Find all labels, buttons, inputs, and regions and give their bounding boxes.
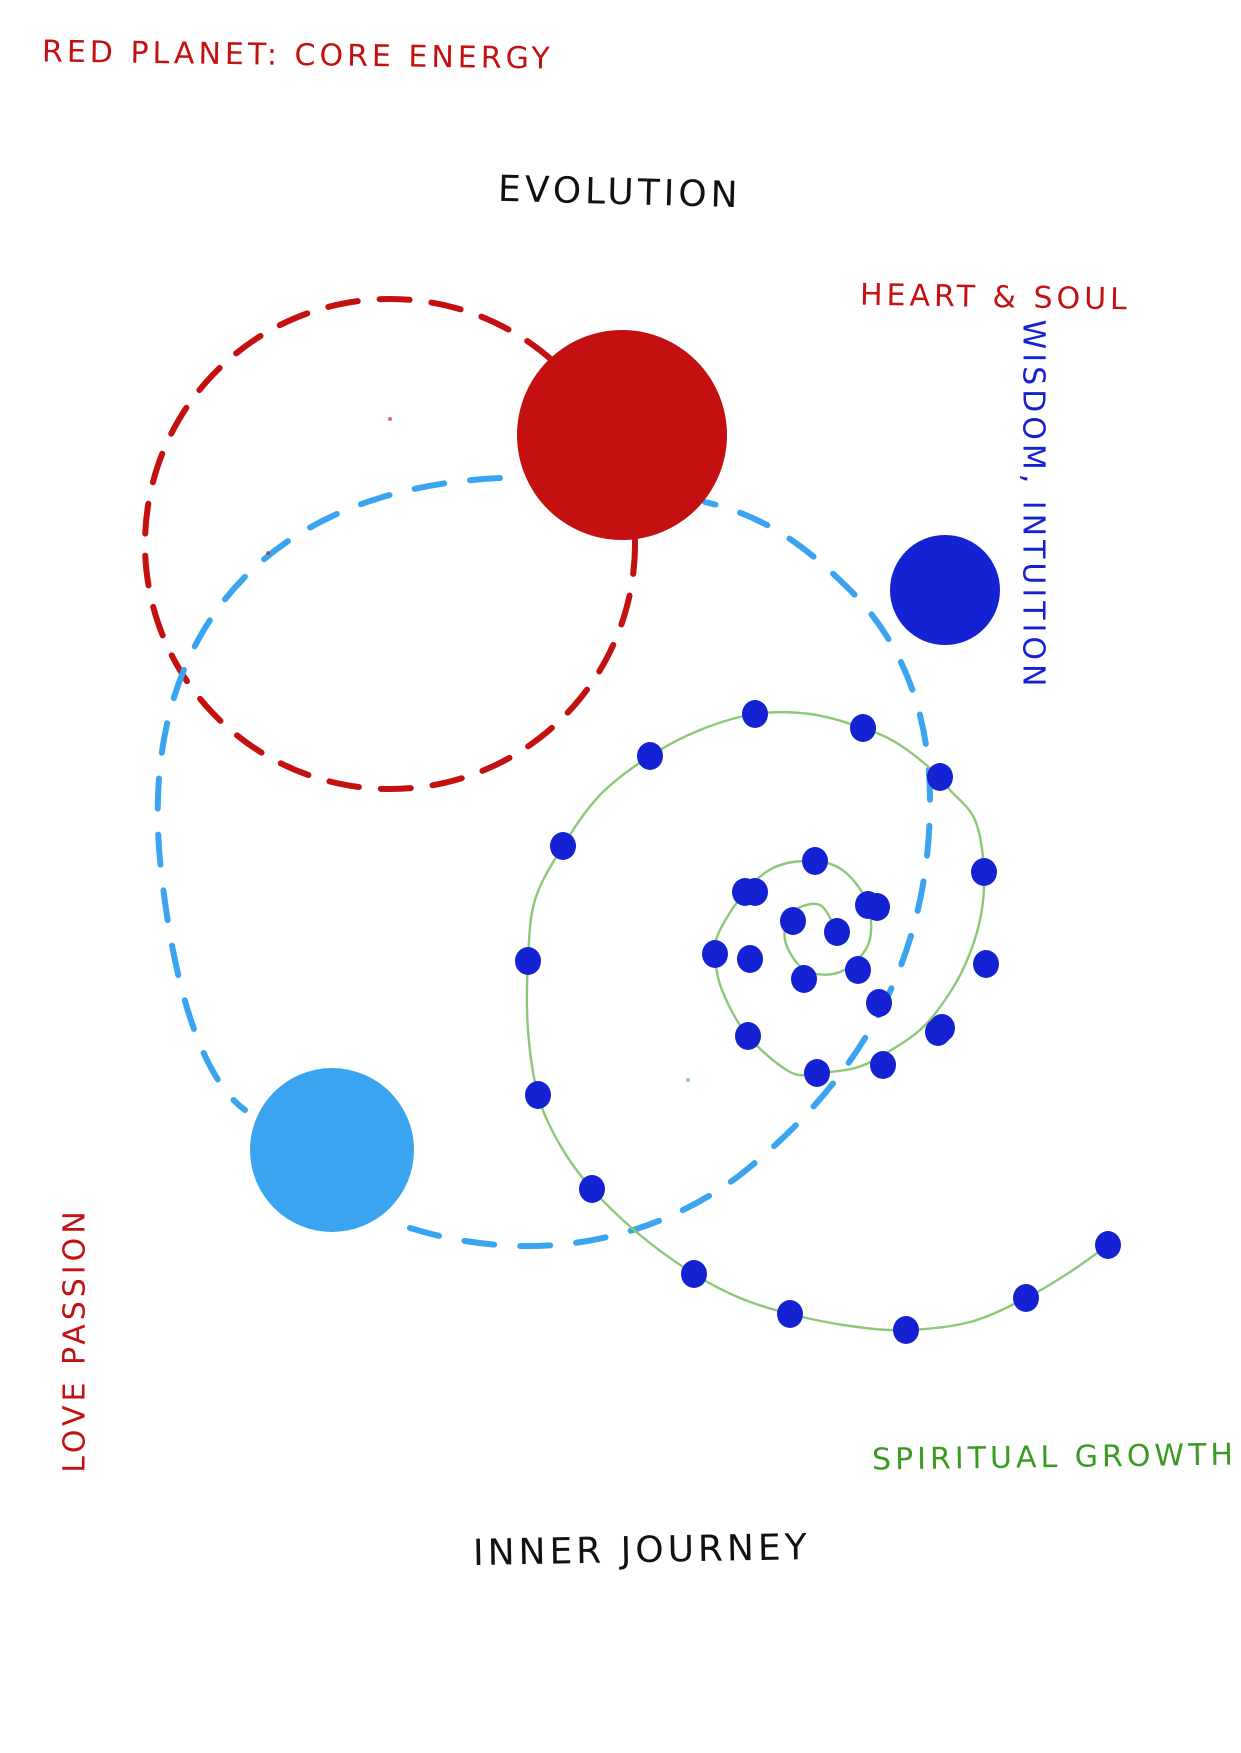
spiral-dot [515, 947, 541, 975]
green-spiral [525, 710, 1109, 1332]
spiral-dot [824, 918, 850, 946]
speck [388, 417, 392, 421]
label-heart-soul: Heart & soul [859, 277, 1132, 318]
spiral-dot [870, 1051, 896, 1079]
spiral-dot [637, 742, 663, 770]
spiral-dot [804, 1059, 830, 1087]
spiral-dot [893, 1316, 919, 1344]
spiral-dot [525, 1081, 551, 1109]
spiral-dot [850, 714, 876, 742]
spiral-dot [1013, 1284, 1039, 1312]
spiral-dot [737, 945, 763, 973]
spiral-dots [515, 700, 1121, 1344]
spiral-dot [742, 700, 768, 728]
label-inner-journey: Inner journey [472, 1527, 812, 1574]
label-spiritual-growth: Spiritual growth [871, 1437, 1238, 1478]
light-blue-planet [250, 1068, 414, 1232]
spiral-dot [735, 1022, 761, 1050]
red-dashed-orbit [142, 296, 638, 792]
spiral-dot [927, 763, 953, 791]
dark-blue-planet [890, 535, 1000, 645]
spiral-dot [777, 1300, 803, 1328]
spiral-dot [702, 940, 728, 968]
spiral-dot [579, 1175, 605, 1203]
spiral-dot [929, 1014, 955, 1042]
spiral-dot [550, 832, 576, 860]
spiral-dot [845, 956, 871, 984]
spiral-dot [780, 907, 806, 935]
label-love-passion: Love passion [57, 1207, 93, 1473]
spiral-dot [681, 1260, 707, 1288]
light-blue-dashed-orbit [154, 475, 934, 1249]
spiral-dot [732, 878, 758, 906]
red-planet [517, 330, 727, 540]
spiral-dot [802, 847, 828, 875]
spiral-dot [973, 950, 999, 978]
spiral-dot [971, 858, 997, 886]
spiral-dot [791, 965, 817, 993]
spiral-dot [866, 989, 892, 1017]
spiral-dot [1095, 1231, 1121, 1259]
label-wisdom-intuition: Wisdom, intuition [1015, 319, 1051, 691]
speck [686, 1078, 690, 1082]
spiral-dot [864, 893, 890, 921]
speck [266, 551, 270, 555]
label-core-energy: Red planet: core energy [41, 34, 554, 77]
label-evolution: Evolution [497, 168, 743, 217]
